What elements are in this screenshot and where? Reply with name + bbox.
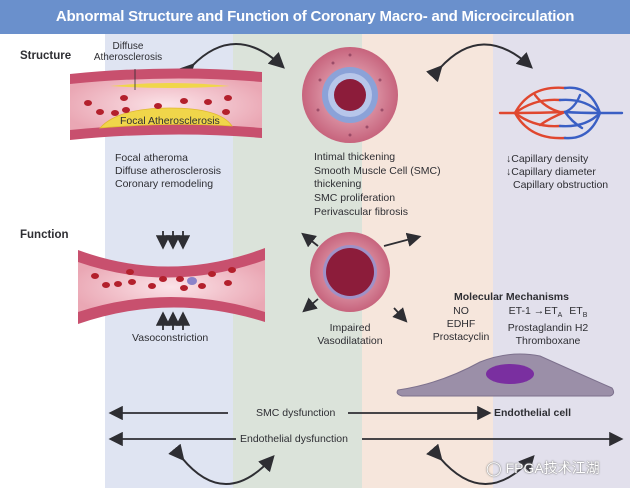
capillary-network — [498, 86, 624, 140]
list-item: Prostaglandin H2 — [507, 322, 589, 335]
list-item: Thromboxane — [515, 335, 581, 348]
list-item: NO — [453, 305, 469, 317]
molecular-vasodilators-list: NO EDHF Prostacyclin — [428, 305, 494, 344]
endothelial-dysfunction-label: Endothelial dysfunction — [240, 433, 348, 445]
arteriole-structure-list: Intimal thickening Smooth Muscle Cell (S… — [314, 151, 441, 219]
list-item: Diffuse atherosclerosis — [115, 165, 222, 177]
list-item: ↓Capillary diameter — [506, 166, 596, 178]
impaired-vasodilatation-label: Impaired Vasodilatation — [310, 322, 390, 348]
capillary-structure-list: ↓Capillary density ↓Capillary diameter C… — [506, 153, 608, 192]
list-item: Capillary obstruction — [513, 179, 609, 191]
focal-atherosclerosis-label: Focal Atherosclerosis — [120, 115, 220, 127]
molecular-mechanisms-title: Molecular Mechanisms — [454, 291, 569, 303]
endothelial-cell-label: Endothelial cell — [494, 407, 572, 419]
smc-dysfunction-label: SMC dysfunction — [256, 407, 336, 419]
curved-arrow-bottom-right — [426, 443, 535, 485]
et1-label: ET-1 — [508, 305, 531, 317]
list-item: SMC proliferation — [314, 192, 396, 204]
arteriole-cross-section-impaired — [310, 232, 390, 312]
list-item: Focal atheroma — [115, 152, 188, 164]
list-item-et: ET-1 →ETA ETB — [498, 305, 598, 322]
molecular-vasoconstrictors-list: ET-1 →ETA ETB Prostaglandin H2 Thromboxa… — [498, 305, 598, 348]
wechat-icon: ◯ — [486, 460, 502, 476]
row-label-structure: Structure — [20, 50, 72, 62]
vasoconstriction-label: Vasoconstriction — [132, 332, 209, 344]
impaired-label-line2: Vasodilatation — [317, 335, 383, 347]
arteriole-cross-section-thickened — [302, 47, 398, 143]
up-arrows-icon — [155, 311, 191, 330]
list-item: Coronary remodeling — [115, 178, 214, 190]
list-item: Intimal thickening — [314, 151, 396, 163]
list-item: thickening — [314, 178, 362, 190]
list-item: EDHF — [446, 318, 476, 330]
watermark: ◯ FPGA技术江湖 — [486, 458, 600, 478]
artery-atherosclerosis-illustration — [70, 68, 262, 140]
figure-title: Abnormal Structure and Function of Coron… — [0, 0, 630, 34]
list-item: Smooth Muscle Cell (SMC) — [314, 165, 441, 177]
eta-label: ET — [544, 305, 558, 317]
diffuse-atherosclerosis-label: Diffuse Atherosclerosis — [93, 41, 163, 63]
list-item: ↓Capillary density — [506, 153, 589, 165]
curved-arrow-bottom-left — [168, 443, 275, 485]
etb-label: ET — [569, 305, 583, 317]
endothelial-cell-illustration — [396, 353, 615, 397]
list-item: Perivascular fibrosis — [314, 206, 408, 218]
watermark-text: FPGA技术江湖 — [505, 460, 600, 476]
macro-structure-list: Focal atheroma Diffuse atherosclerosis C… — [115, 152, 221, 191]
eta-subscript: A — [557, 312, 563, 320]
curved-arrow-arteriole-to-capillary — [425, 43, 533, 83]
curved-arrow-macro-to-arteriole — [177, 43, 285, 81]
dilation-arrows-icon — [301, 232, 422, 323]
row-label-function: Function — [20, 229, 69, 241]
impaired-label-line1: Impaired — [329, 322, 371, 334]
arrow-right-icon: → — [533, 305, 545, 317]
list-item: Prostacyclin — [432, 331, 490, 343]
etb-subscript: B — [582, 312, 588, 320]
constricted-artery-illustration — [78, 248, 265, 324]
red-blood-cells — [84, 95, 232, 116]
down-arrows-icon — [155, 231, 191, 250]
